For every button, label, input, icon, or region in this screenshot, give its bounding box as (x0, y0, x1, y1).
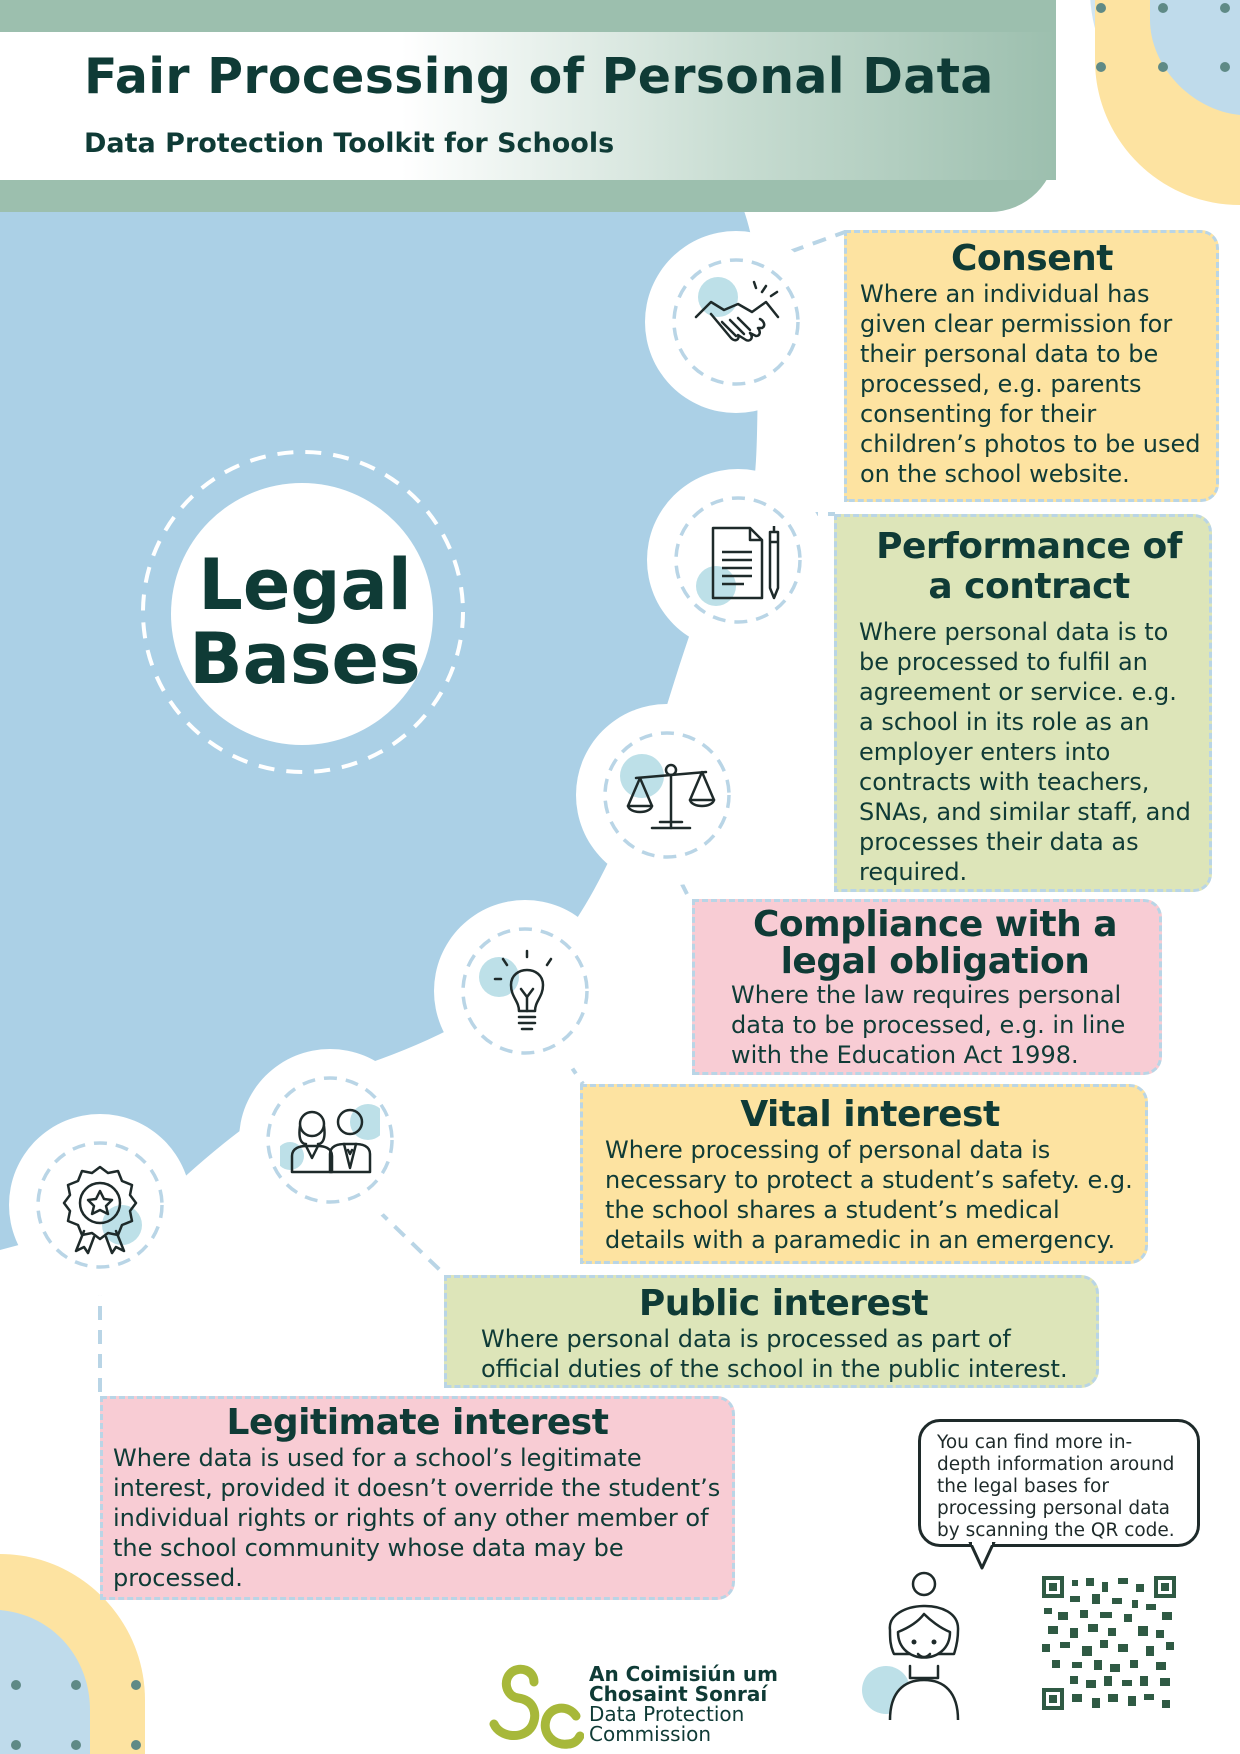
logo-line-2: Chosaint Sonraí (589, 1682, 768, 1706)
public-interest-box: Public interest Where personal data is p… (444, 1275, 1099, 1388)
speech-bubble-text: You can find more in-depth information a… (937, 1432, 1175, 1541)
legal-obligation-title: Compliance with a legal obligation (752, 904, 1118, 982)
page-title: Fair Processing of Personal Data (84, 48, 994, 105)
vital-interest-text: Where processing of personal data is nec… (605, 1136, 1133, 1254)
legitimate-interest-title: Legitimate interest (226, 1402, 609, 1443)
page-subtitle: Data Protection Toolkit for Schools (84, 128, 615, 159)
dpc-logo-icon (489, 1664, 584, 1749)
logo-line-3: Data Protection (589, 1702, 745, 1726)
award-icon (62, 1165, 142, 1255)
public-interest-title: Public interest (638, 1283, 929, 1324)
header-highlight (0, 32, 1056, 180)
contract-icon (696, 526, 780, 606)
contract-text: Where personal data is to be processed t… (859, 618, 1191, 886)
public-interest-text: Where personal data is processed as part… (481, 1325, 1068, 1383)
lightbulb-icon (479, 949, 553, 1031)
legitimate-interest-text: Where data is used for a school’s legiti… (113, 1444, 721, 1592)
consent-text: Where an individual has given clear perm… (860, 280, 1201, 488)
qr-code-icon[interactable] (1042, 1576, 1176, 1710)
consent-box: Consent Where an individual has given cl… (844, 230, 1219, 502)
vital-interest-box: Vital interest Where processing of perso… (580, 1084, 1148, 1264)
handshake-icon (694, 277, 780, 342)
legal-obligation-text: Where the law requires personal data to … (731, 981, 1126, 1069)
legitimate-interest-box: Legitimate interest Where data is used f… (100, 1396, 735, 1600)
speech-bubble: You can find more in-depth information a… (918, 1419, 1200, 1547)
contract-title: Performance of a contract (876, 526, 1182, 607)
vital-interest-title: Vital interest (740, 1094, 1000, 1135)
logo-line-1: An Coimisiún um (589, 1662, 778, 1686)
contract-box: Performance of a contract Where personal… (834, 514, 1212, 892)
legal-bases-label: Legal Bases (189, 544, 421, 700)
consent-title: Consent (951, 238, 1113, 279)
scales-icon (620, 754, 716, 830)
dpc-logo-text: An Coimisiún um Chosaint Sonraí Data Pro… (589, 1664, 778, 1744)
girl-character-icon (862, 1571, 960, 1720)
logo-line-4: Commission (589, 1722, 712, 1746)
speech-bubble-tail (968, 1542, 996, 1570)
people-icon (280, 1104, 380, 1174)
legal-obligation-box: Compliance with a legal obligation Where… (692, 899, 1162, 1075)
